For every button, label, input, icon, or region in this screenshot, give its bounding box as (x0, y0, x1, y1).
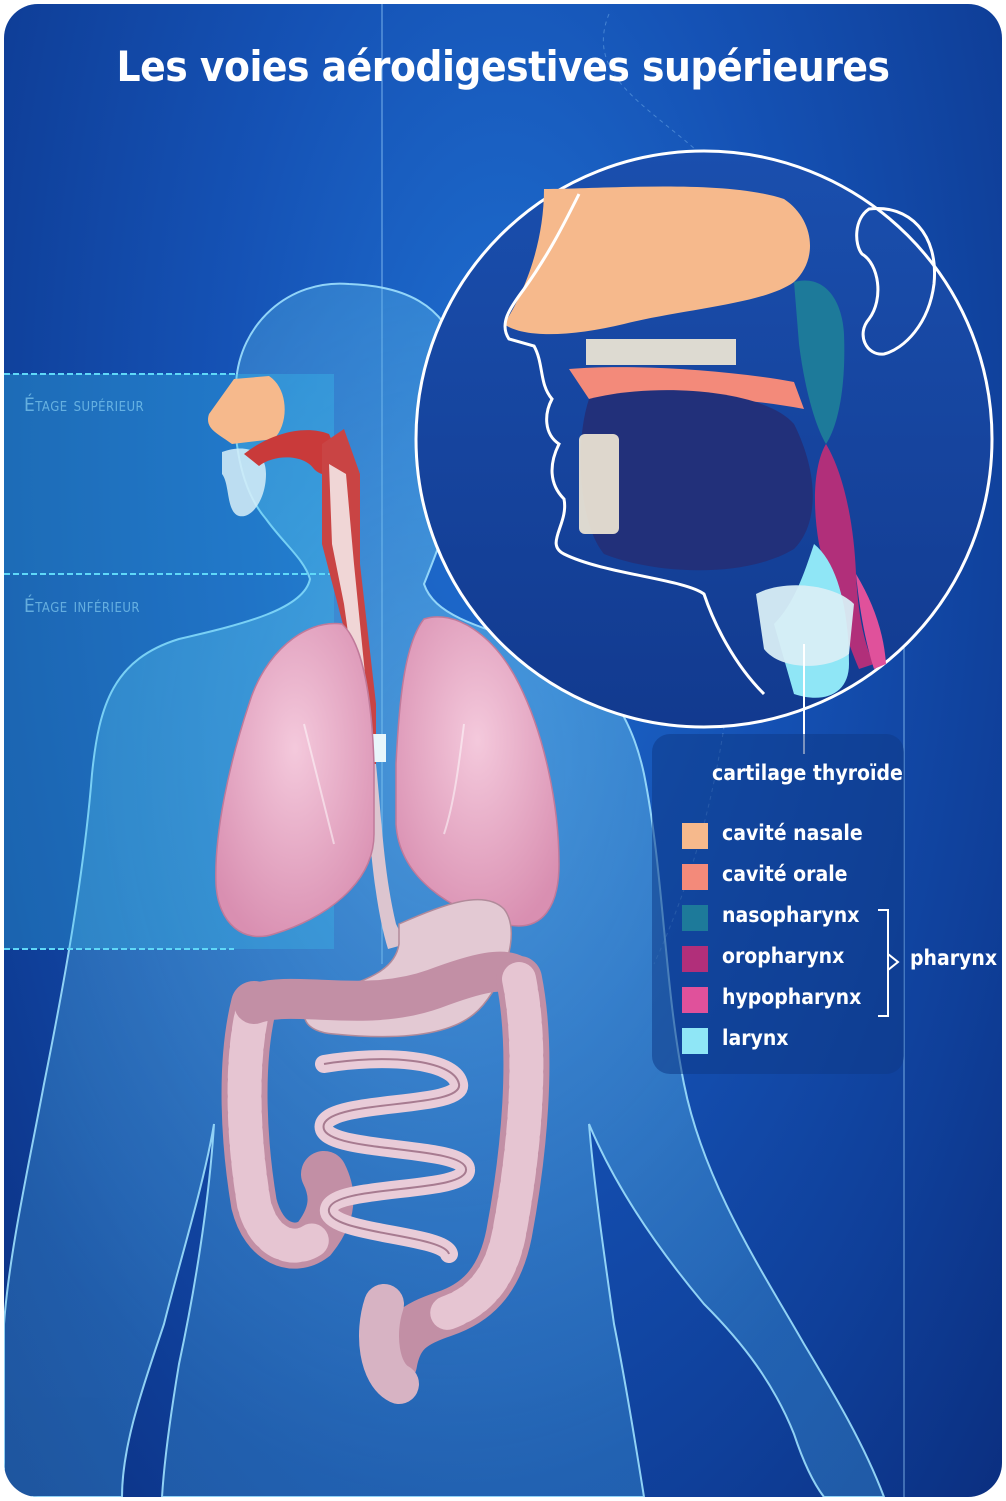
illustration-panel: Les voies aérodigestives supérieures Éta… (4, 4, 1002, 1497)
legend-swatch (682, 987, 708, 1013)
legend-swatch (682, 1028, 708, 1054)
thyroid-cartilage-label: cartilage thyroïde (712, 761, 903, 785)
anatomy-illustration (4, 4, 1002, 1497)
legend-swatch (682, 905, 708, 931)
upper-level-label: Étage supérieur (24, 394, 144, 416)
legend-swatch (682, 946, 708, 972)
legend-swatch (682, 823, 708, 849)
page-title: Les voies aérodigestives supérieures (4, 42, 1002, 91)
lower-level-label: Étage inférieur (24, 595, 140, 617)
pharynx-group-label: pharynx (910, 946, 997, 970)
legend-swatch (682, 864, 708, 890)
